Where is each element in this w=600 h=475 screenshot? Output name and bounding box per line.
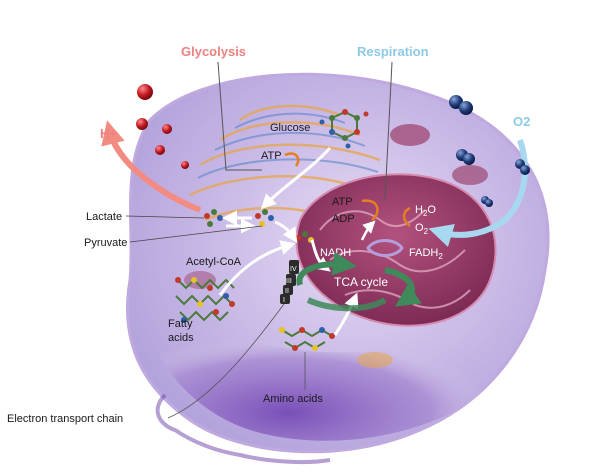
tca-cycle-icon: [296, 251, 422, 312]
glucose-molecule-icon: [319, 109, 369, 149]
o2-molecules: [449, 95, 530, 207]
atp-mito-label: ATP: [332, 196, 353, 208]
h-plus-molecules: [136, 84, 189, 169]
lactate-leader: [125, 215, 205, 219]
fatty-acids-molecule-icon: [175, 277, 235, 323]
complex-ii-label: II: [285, 288, 289, 295]
electron-transport-chain-label: Electron transport chain: [7, 413, 123, 425]
fadh2-label: FADH2: [409, 247, 443, 261]
tca-cycle-label: TCA cycle: [334, 275, 388, 289]
atp-glycolysis-label: ATP: [261, 150, 282, 162]
complex-iii-label: III: [286, 278, 292, 285]
lactate-molecule-icon: [204, 209, 223, 227]
amino-to-tca-arrow: [333, 292, 359, 336]
cytoplasm-lower: [140, 300, 512, 441]
amino-acids-molecule-icon: [279, 327, 335, 351]
pyruvate-molecule-icon: [255, 209, 274, 227]
cell-frill: [155, 393, 331, 465]
glucose-to-pyruvate-arrow: [260, 146, 332, 210]
respiration-title: Respiration: [357, 44, 429, 59]
o2-mito-label: O2: [415, 222, 429, 236]
respiration-leader: [384, 61, 393, 201]
pyruvate-label: Pyruvate: [84, 237, 127, 249]
small-mitochondria: [184, 124, 488, 368]
pyruvate-to-acetylcoa-arrow: [274, 220, 298, 243]
complex-i-label: I: [283, 297, 285, 304]
acids-label: acids: [168, 332, 194, 344]
h-plus-label: H+: [100, 126, 117, 141]
fatty-to-acetylcoa-arrow: [218, 240, 296, 296]
o2-label: O2: [513, 114, 530, 129]
glycolysis-title: Glycolysis: [181, 44, 246, 59]
o2-to-h2o-arrow-icon: [402, 206, 411, 227]
fatty-label: Fatty: [168, 318, 193, 330]
atp-glycolysis-arrow-icon: [284, 152, 300, 167]
glucose-label: Glucose: [270, 122, 310, 134]
amino-acids-label: Amino acids: [263, 393, 323, 405]
etc-leader: [167, 303, 285, 419]
acetyl-coa-label: Acetyl-CoA: [186, 256, 242, 268]
pyruvate-leader: [129, 225, 263, 243]
adp-mito-label: ADP: [332, 213, 355, 225]
complex-iv-label: IV: [290, 266, 297, 273]
h-plus-arrow: [101, 120, 202, 213]
electron-transport-chain-complexes: [280, 260, 299, 304]
atp-adp-cycle-icon: [361, 199, 379, 221]
h2o-label: H2O: [415, 204, 436, 218]
nadh-fadh-cycle-icon: [366, 239, 404, 257]
nadh-label: NADH: [320, 247, 351, 259]
lactate-label: Lactate: [86, 211, 122, 223]
tca-to-atp-arrow: [360, 220, 376, 241]
glycolysis-leader: [217, 61, 262, 171]
